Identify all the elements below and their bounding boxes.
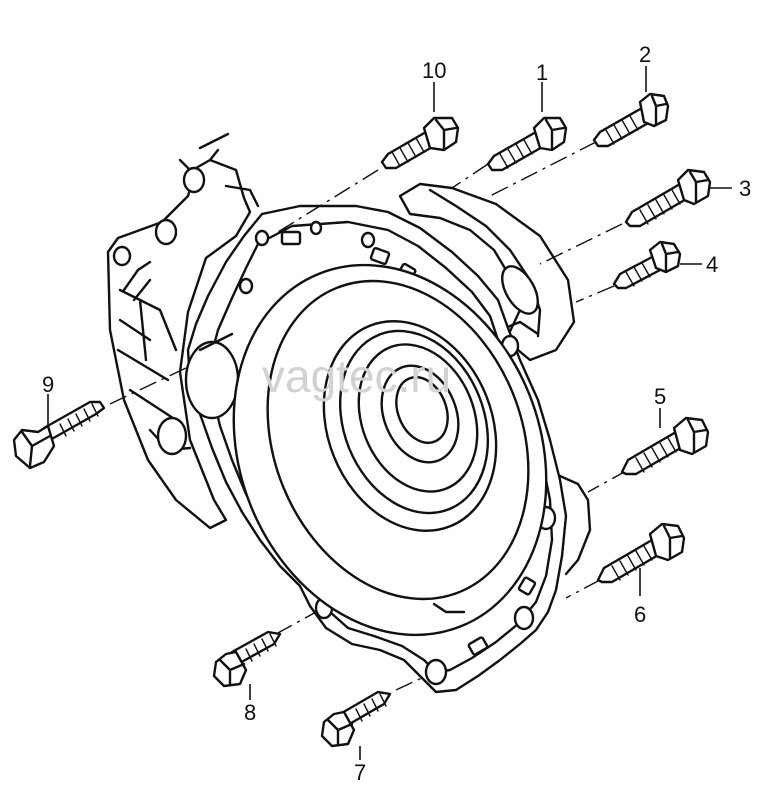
callout-5: 5 bbox=[654, 384, 666, 409]
callout-7: 7 bbox=[354, 760, 366, 785]
callout-6: 6 bbox=[634, 602, 646, 627]
bolt-7 bbox=[320, 690, 392, 748]
bolt-1 bbox=[486, 116, 568, 172]
callout-3: 3 bbox=[739, 176, 751, 201]
converter-rings bbox=[232, 263, 548, 637]
bolt-8 bbox=[212, 630, 282, 688]
transmission-housing bbox=[106, 132, 592, 576]
callout-labels: 10 1 2 3 4 5 6 7 8 9 bbox=[42, 42, 751, 785]
bolt-9 bbox=[12, 400, 106, 470]
callout-4: 4 bbox=[706, 252, 718, 277]
bolt-6 bbox=[596, 522, 686, 584]
callout-8: 8 bbox=[244, 700, 256, 725]
pilot-boss bbox=[184, 340, 240, 420]
bolt-4 bbox=[612, 240, 682, 290]
callout-2: 2 bbox=[639, 42, 651, 67]
callout-9: 9 bbox=[42, 372, 54, 397]
bolt-10 bbox=[380, 116, 460, 170]
callout-10: 10 bbox=[422, 58, 446, 83]
callout-1: 1 bbox=[536, 60, 548, 85]
bolt-2 bbox=[592, 92, 670, 148]
watermark: vagtec.ru bbox=[262, 350, 451, 402]
bolt-5 bbox=[620, 416, 710, 476]
leader-lines bbox=[47, 66, 732, 760]
bolt-3 bbox=[624, 168, 712, 228]
centerlines bbox=[109, 141, 629, 691]
